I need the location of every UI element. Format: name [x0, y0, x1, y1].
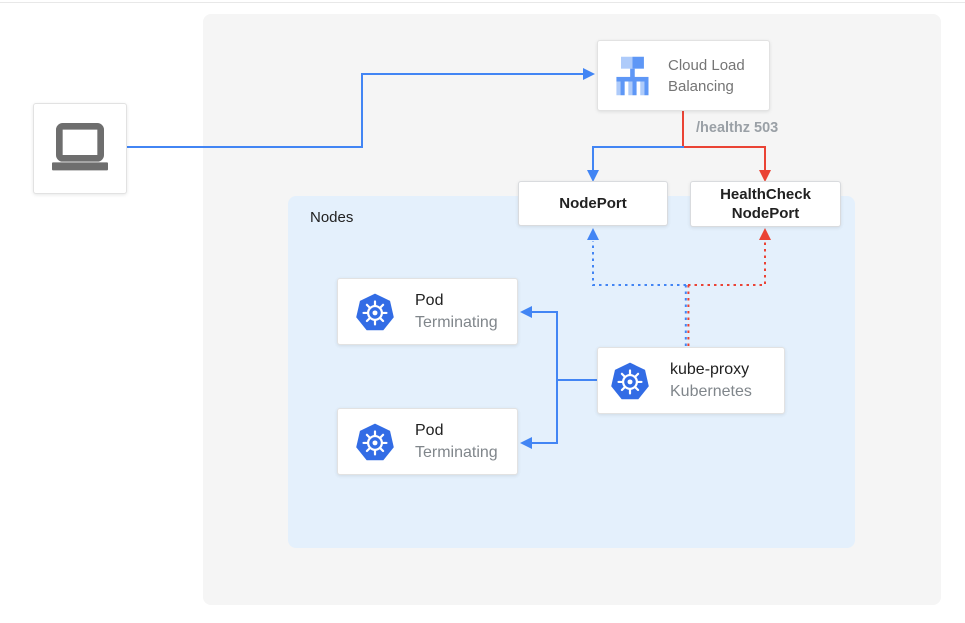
kubernetes-icon	[356, 293, 394, 330]
pod-title: Pod	[415, 421, 444, 439]
pod-status: Terminating	[415, 313, 498, 331]
nodeport-card: NodePort	[518, 181, 668, 226]
kube-proxy-subtitle: Kubernetes	[670, 382, 752, 400]
pod-terminating-card-2: Pod Terminating	[337, 408, 518, 475]
nodeport-label: NodePort	[559, 195, 627, 212]
cloud-load-balancing-card: Cloud Load Balancing	[597, 40, 770, 111]
client-card	[33, 103, 127, 194]
kubernetes-icon	[611, 362, 649, 399]
pod-title: Pod	[415, 291, 444, 309]
pod-terminating-card-1: Pod Terminating	[337, 278, 518, 345]
healthcheck-nodeport-card: HealthCheck NodePort	[690, 181, 841, 227]
cloud-load-balancing-label: Cloud Load Balancing	[668, 56, 745, 95]
cloud-load-balancing-icon	[616, 56, 649, 95]
kube-proxy-title: kube-proxy	[670, 360, 750, 378]
kube-proxy-card: kube-proxy Kubernetes	[597, 347, 785, 414]
top-divider	[0, 2, 965, 3]
nodes-group-label: Nodes	[310, 209, 354, 226]
healthz-503-label: /healthz 503	[696, 120, 779, 136]
healthcheck-nodeport-label: HealthCheck NodePort	[720, 186, 811, 222]
kubernetes-icon	[356, 423, 394, 460]
laptop-icon	[52, 122, 108, 170]
pod-status: Terminating	[415, 443, 498, 461]
